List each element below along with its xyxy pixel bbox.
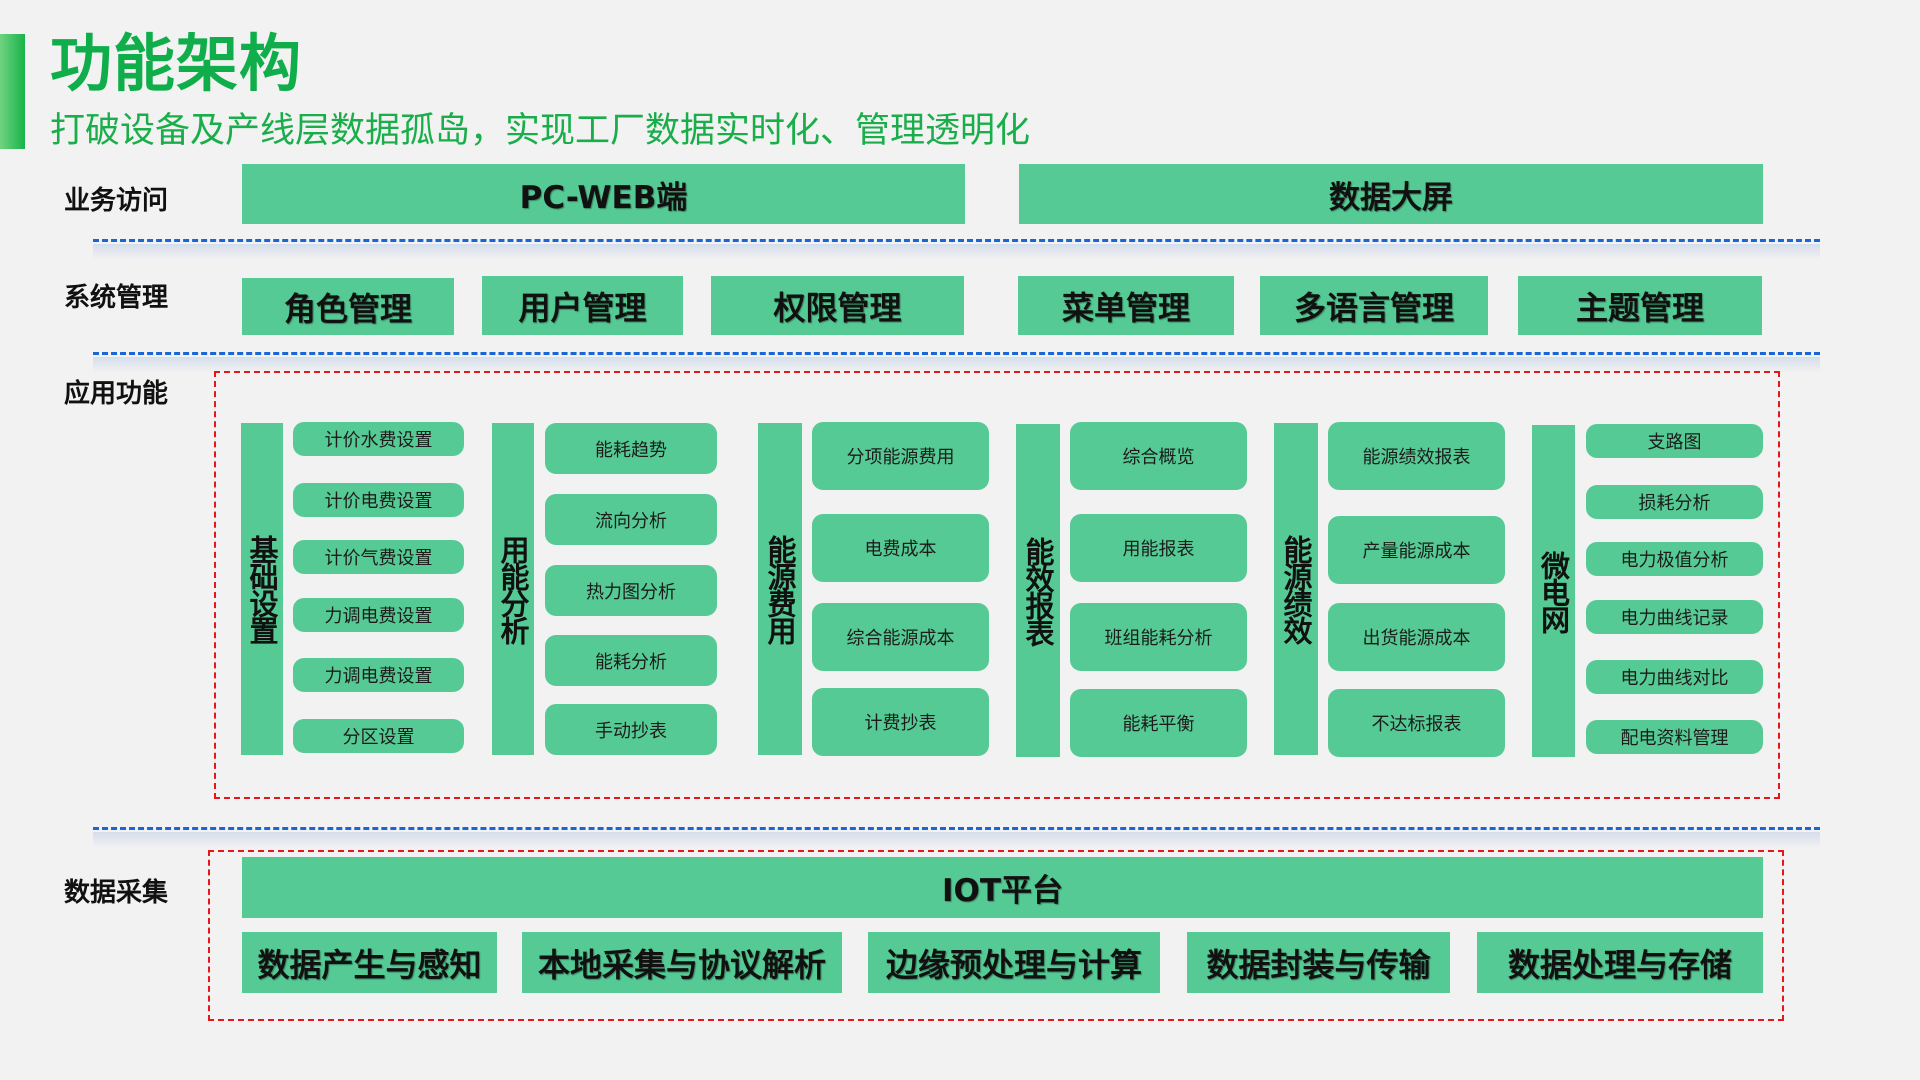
list-item[interactable]: 流向分析	[545, 494, 717, 545]
data-transmission-box[interactable]: 数据封装与传输	[1187, 932, 1450, 993]
group-title: 基础设置	[245, 535, 279, 643]
menu-management-box[interactable]: 菜单管理	[1018, 276, 1234, 335]
list-item[interactable]: 配电资料管理	[1586, 720, 1763, 754]
list-item[interactable]: 分区设置	[293, 719, 464, 753]
data-screen-box[interactable]: 数据大屏	[1019, 164, 1763, 224]
list-item[interactable]: 计费抄表	[812, 688, 989, 756]
app-functions-frame	[214, 371, 1780, 799]
list-item[interactable]: 力调电费设置	[293, 598, 464, 632]
iot-platform-box[interactable]: IOT平台	[242, 857, 1763, 918]
permission-management-box[interactable]: 权限管理	[711, 276, 964, 335]
list-item[interactable]: 能源绩效报表	[1328, 422, 1505, 490]
theme-management-box[interactable]: 主题管理	[1518, 276, 1762, 335]
group-title: 能源绩效	[1279, 535, 1313, 643]
list-item[interactable]: 电力曲线记录	[1586, 600, 1763, 634]
row-label-data-collection: 数据采集	[64, 878, 169, 908]
group-microgrid[interactable]: 微电网	[1532, 425, 1575, 757]
page-title: 功能架构	[50, 27, 303, 100]
list-item[interactable]: 能耗分析	[545, 635, 717, 686]
data-storage-box[interactable]: 数据处理与存储	[1477, 932, 1763, 993]
row-label-business-access: 业务访问	[64, 186, 169, 216]
list-item[interactable]: 电力曲线对比	[1586, 660, 1763, 694]
data-sensing-box[interactable]: 数据产生与感知	[242, 932, 497, 993]
user-management-box[interactable]: 用户管理	[482, 276, 683, 335]
group-energy-performance[interactable]: 能源绩效	[1274, 423, 1318, 755]
list-item[interactable]: 计价气费设置	[293, 540, 464, 574]
edge-processing-box[interactable]: 边缘预处理与计算	[868, 932, 1160, 993]
list-item[interactable]: 分项能源费用	[812, 422, 989, 490]
group-energy-cost[interactable]: 能源费用	[758, 423, 802, 755]
layer-separator	[93, 827, 1820, 848]
data-collection-frame	[208, 850, 1784, 1021]
list-item[interactable]: 综合概览	[1070, 422, 1247, 490]
list-item[interactable]: 支路图	[1586, 424, 1763, 458]
list-item[interactable]: 能耗趋势	[545, 423, 717, 474]
group-title: 能源费用	[763, 535, 797, 643]
group-title: 能效报表	[1021, 536, 1055, 645]
layer-separator	[93, 352, 1820, 373]
list-item[interactable]: 能耗平衡	[1070, 689, 1247, 757]
list-item[interactable]: 电力极值分析	[1586, 542, 1763, 576]
list-item[interactable]: 计价水费设置	[293, 422, 464, 456]
list-item[interactable]: 手动抄表	[545, 704, 717, 755]
list-item[interactable]: 力调电费设置	[293, 658, 464, 692]
list-item[interactable]: 用能报表	[1070, 514, 1247, 582]
list-item[interactable]: 不达标报表	[1328, 689, 1505, 757]
group-title: 微电网	[1536, 550, 1571, 632]
language-management-box[interactable]: 多语言管理	[1260, 276, 1488, 335]
accent-bar	[0, 34, 25, 149]
list-item[interactable]: 损耗分析	[1586, 485, 1763, 519]
list-item[interactable]: 综合能源成本	[812, 603, 989, 671]
list-item[interactable]: 电费成本	[812, 514, 989, 582]
list-item[interactable]: 产量能源成本	[1328, 516, 1505, 584]
list-item[interactable]: 班组能耗分析	[1070, 603, 1247, 671]
list-item[interactable]: 计价电费设置	[293, 483, 464, 517]
list-item[interactable]: 出货能源成本	[1328, 603, 1505, 671]
pc-web-box[interactable]: PC-WEB端	[242, 164, 965, 224]
group-energy-analysis[interactable]: 用能分析	[492, 423, 534, 755]
group-title: 用能分析	[496, 535, 530, 643]
page-subtitle: 打破设备及产线层数据孤岛，实现工厂数据实时化、管理透明化	[50, 111, 1031, 151]
group-basic-settings[interactable]: 基础设置	[241, 423, 283, 755]
list-item[interactable]: 热力图分析	[545, 565, 717, 616]
group-efficiency-reports[interactable]: 能效报表	[1016, 424, 1060, 757]
row-label-app-functions: 应用功能	[64, 379, 169, 409]
layer-separator	[93, 239, 1820, 260]
role-management-box[interactable]: 角色管理	[242, 278, 454, 335]
row-label-system-management: 系统管理	[64, 283, 169, 313]
local-collection-box[interactable]: 本地采集与协议解析	[522, 932, 842, 993]
